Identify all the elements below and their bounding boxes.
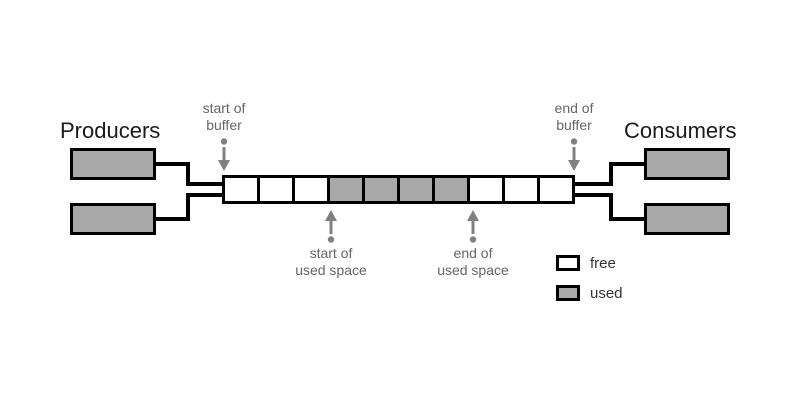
consumer-connector-top-segment-1 (573, 182, 613, 186)
start-of-used-space-label: start of used space (271, 245, 391, 279)
end-of-used-space-arrow-up-icon (463, 209, 483, 243)
legend-swatch-free-icon (556, 255, 580, 271)
legend-label-used: used (590, 284, 623, 302)
producer-connector-bottom-segment-1 (156, 217, 190, 221)
end-of-buffer-label-line1: end of (554, 100, 594, 116)
end-of-buffer-label-line2: buffer (556, 117, 592, 133)
start-of-used-space-label-line1: start of (309, 245, 353, 261)
start-of-buffer-label-line1: start of (202, 100, 246, 116)
consumer-connector-top-segment-2 (609, 162, 613, 186)
end-of-used-space-label-line2: used space (437, 262, 509, 278)
legend: free used (556, 252, 623, 312)
producer-connector-top-segment-2 (186, 162, 190, 186)
producer-connector-bottom-segment-3 (186, 193, 224, 197)
producer-box (70, 203, 156, 235)
start-of-buffer-label: start of buffer (164, 100, 284, 134)
consumer-box (644, 203, 730, 235)
legend-item-free: free (556, 252, 623, 274)
buffer-cell-free (505, 178, 540, 201)
end-of-used-space-label: end of used space (413, 245, 533, 279)
producer-connector-top-segment-1 (156, 162, 190, 166)
start-of-buffer-label-line2: buffer (206, 117, 242, 133)
start-of-used-space-label-line2: used space (295, 262, 367, 278)
producer-connector-top-segment-3 (186, 182, 224, 186)
buffer-cell-used (330, 178, 365, 201)
legend-swatch-used-icon (556, 285, 580, 301)
buffer-cell-free (260, 178, 295, 201)
legend-label-free: free (590, 254, 616, 272)
producer-box (70, 148, 156, 180)
consumer-connector-bottom-segment-2 (609, 193, 613, 221)
end-of-used-space-label-line1: end of (453, 245, 493, 261)
producer-connector-bottom-segment-2 (186, 193, 190, 221)
legend-item-used: used (556, 282, 623, 304)
consumer-connector-bottom-segment-3 (609, 217, 645, 221)
buffer-cell-free (540, 178, 572, 201)
consumer-connector-bottom-segment-1 (573, 193, 613, 197)
end-of-buffer-label: end of buffer (514, 100, 634, 134)
buffer-cell-free (295, 178, 330, 201)
buffer (222, 175, 575, 204)
start-of-used-space-arrow-up-icon (321, 209, 341, 243)
consumer-box (644, 148, 730, 180)
end-of-buffer-arrow-down-icon (564, 138, 584, 172)
start-of-buffer-arrow-down-icon (214, 138, 234, 172)
buffer-cell-free (225, 178, 260, 201)
consumers-title: Consumers (624, 118, 737, 143)
consumer-connector-top-segment-3 (609, 162, 645, 166)
buffer-cell-free (470, 178, 505, 201)
buffer-cell-used (435, 178, 470, 201)
producers-title: Producers (60, 118, 161, 143)
buffer-cell-used (400, 178, 435, 201)
buffer-cell-used (365, 178, 400, 201)
